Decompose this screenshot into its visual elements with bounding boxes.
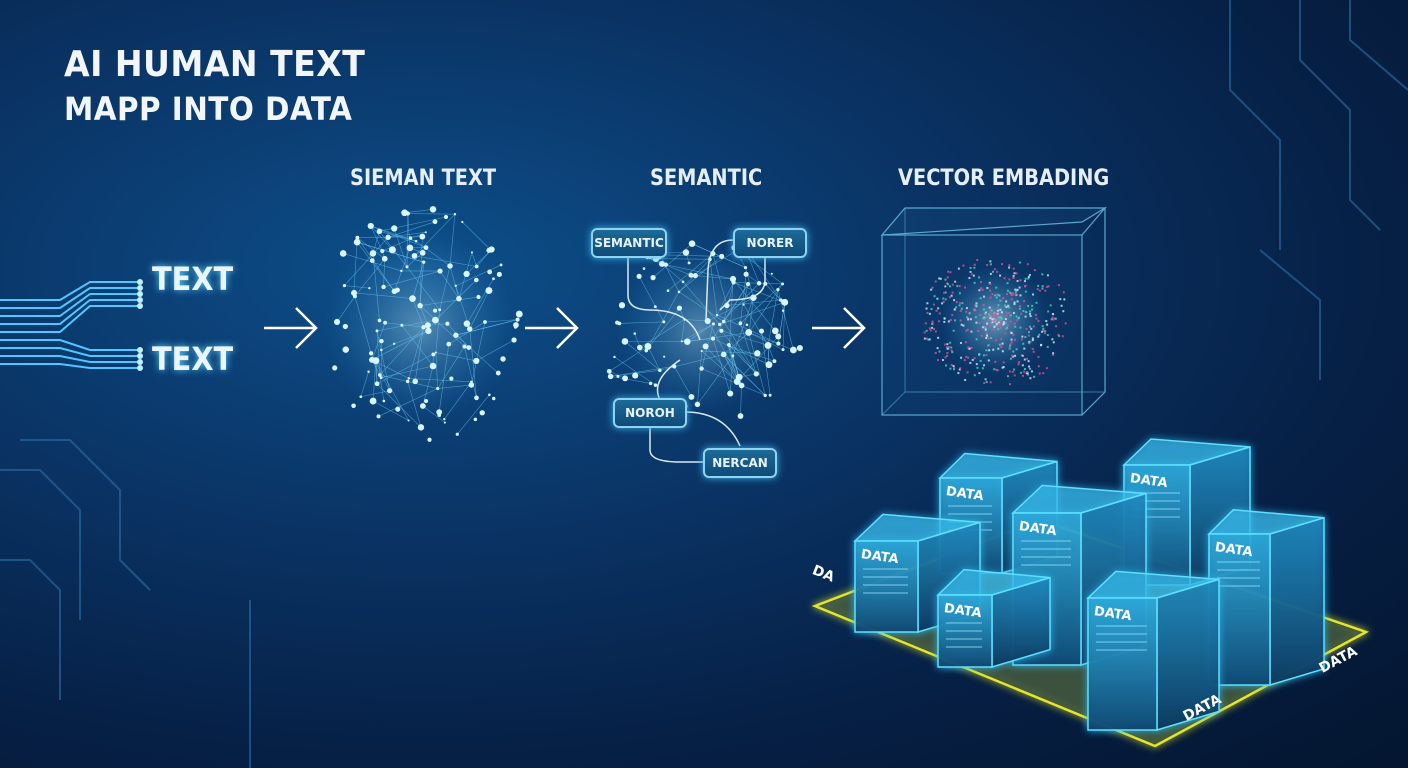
data-cube xyxy=(1086,570,1220,732)
arrow-icon xyxy=(525,307,579,349)
input-text-label: TEXT xyxy=(152,340,234,378)
arrow-icon xyxy=(264,307,318,349)
stage-label: VECTOR EMBADING xyxy=(898,166,1110,191)
title-line-1: AI HUMAN TEXT xyxy=(64,44,366,85)
input-text-label: TEXT xyxy=(152,260,234,298)
text-network-cluster xyxy=(324,206,523,442)
semantic-network-cluster xyxy=(606,240,803,419)
arrow-icon xyxy=(812,307,866,349)
data-cubes xyxy=(853,438,1325,732)
stage-label: SIEMAN TEXT xyxy=(350,166,497,191)
input-wires xyxy=(0,279,143,371)
title-line-2: MAPP INTO DATA xyxy=(64,90,353,128)
arrows xyxy=(264,307,866,349)
semantic-node: NERCAN xyxy=(703,448,777,478)
stage-label: SEMANTIC xyxy=(650,166,763,191)
semantic-node: NORER xyxy=(733,228,807,258)
data-cube xyxy=(853,513,981,634)
semantic-node: NOROH xyxy=(613,398,687,428)
semantic-node: SEMANTIC xyxy=(591,228,667,258)
embedding-point-cloud xyxy=(923,258,1067,386)
semantic-connectors xyxy=(627,239,766,463)
data-cube xyxy=(936,568,1051,669)
data-cube xyxy=(1207,509,1325,687)
